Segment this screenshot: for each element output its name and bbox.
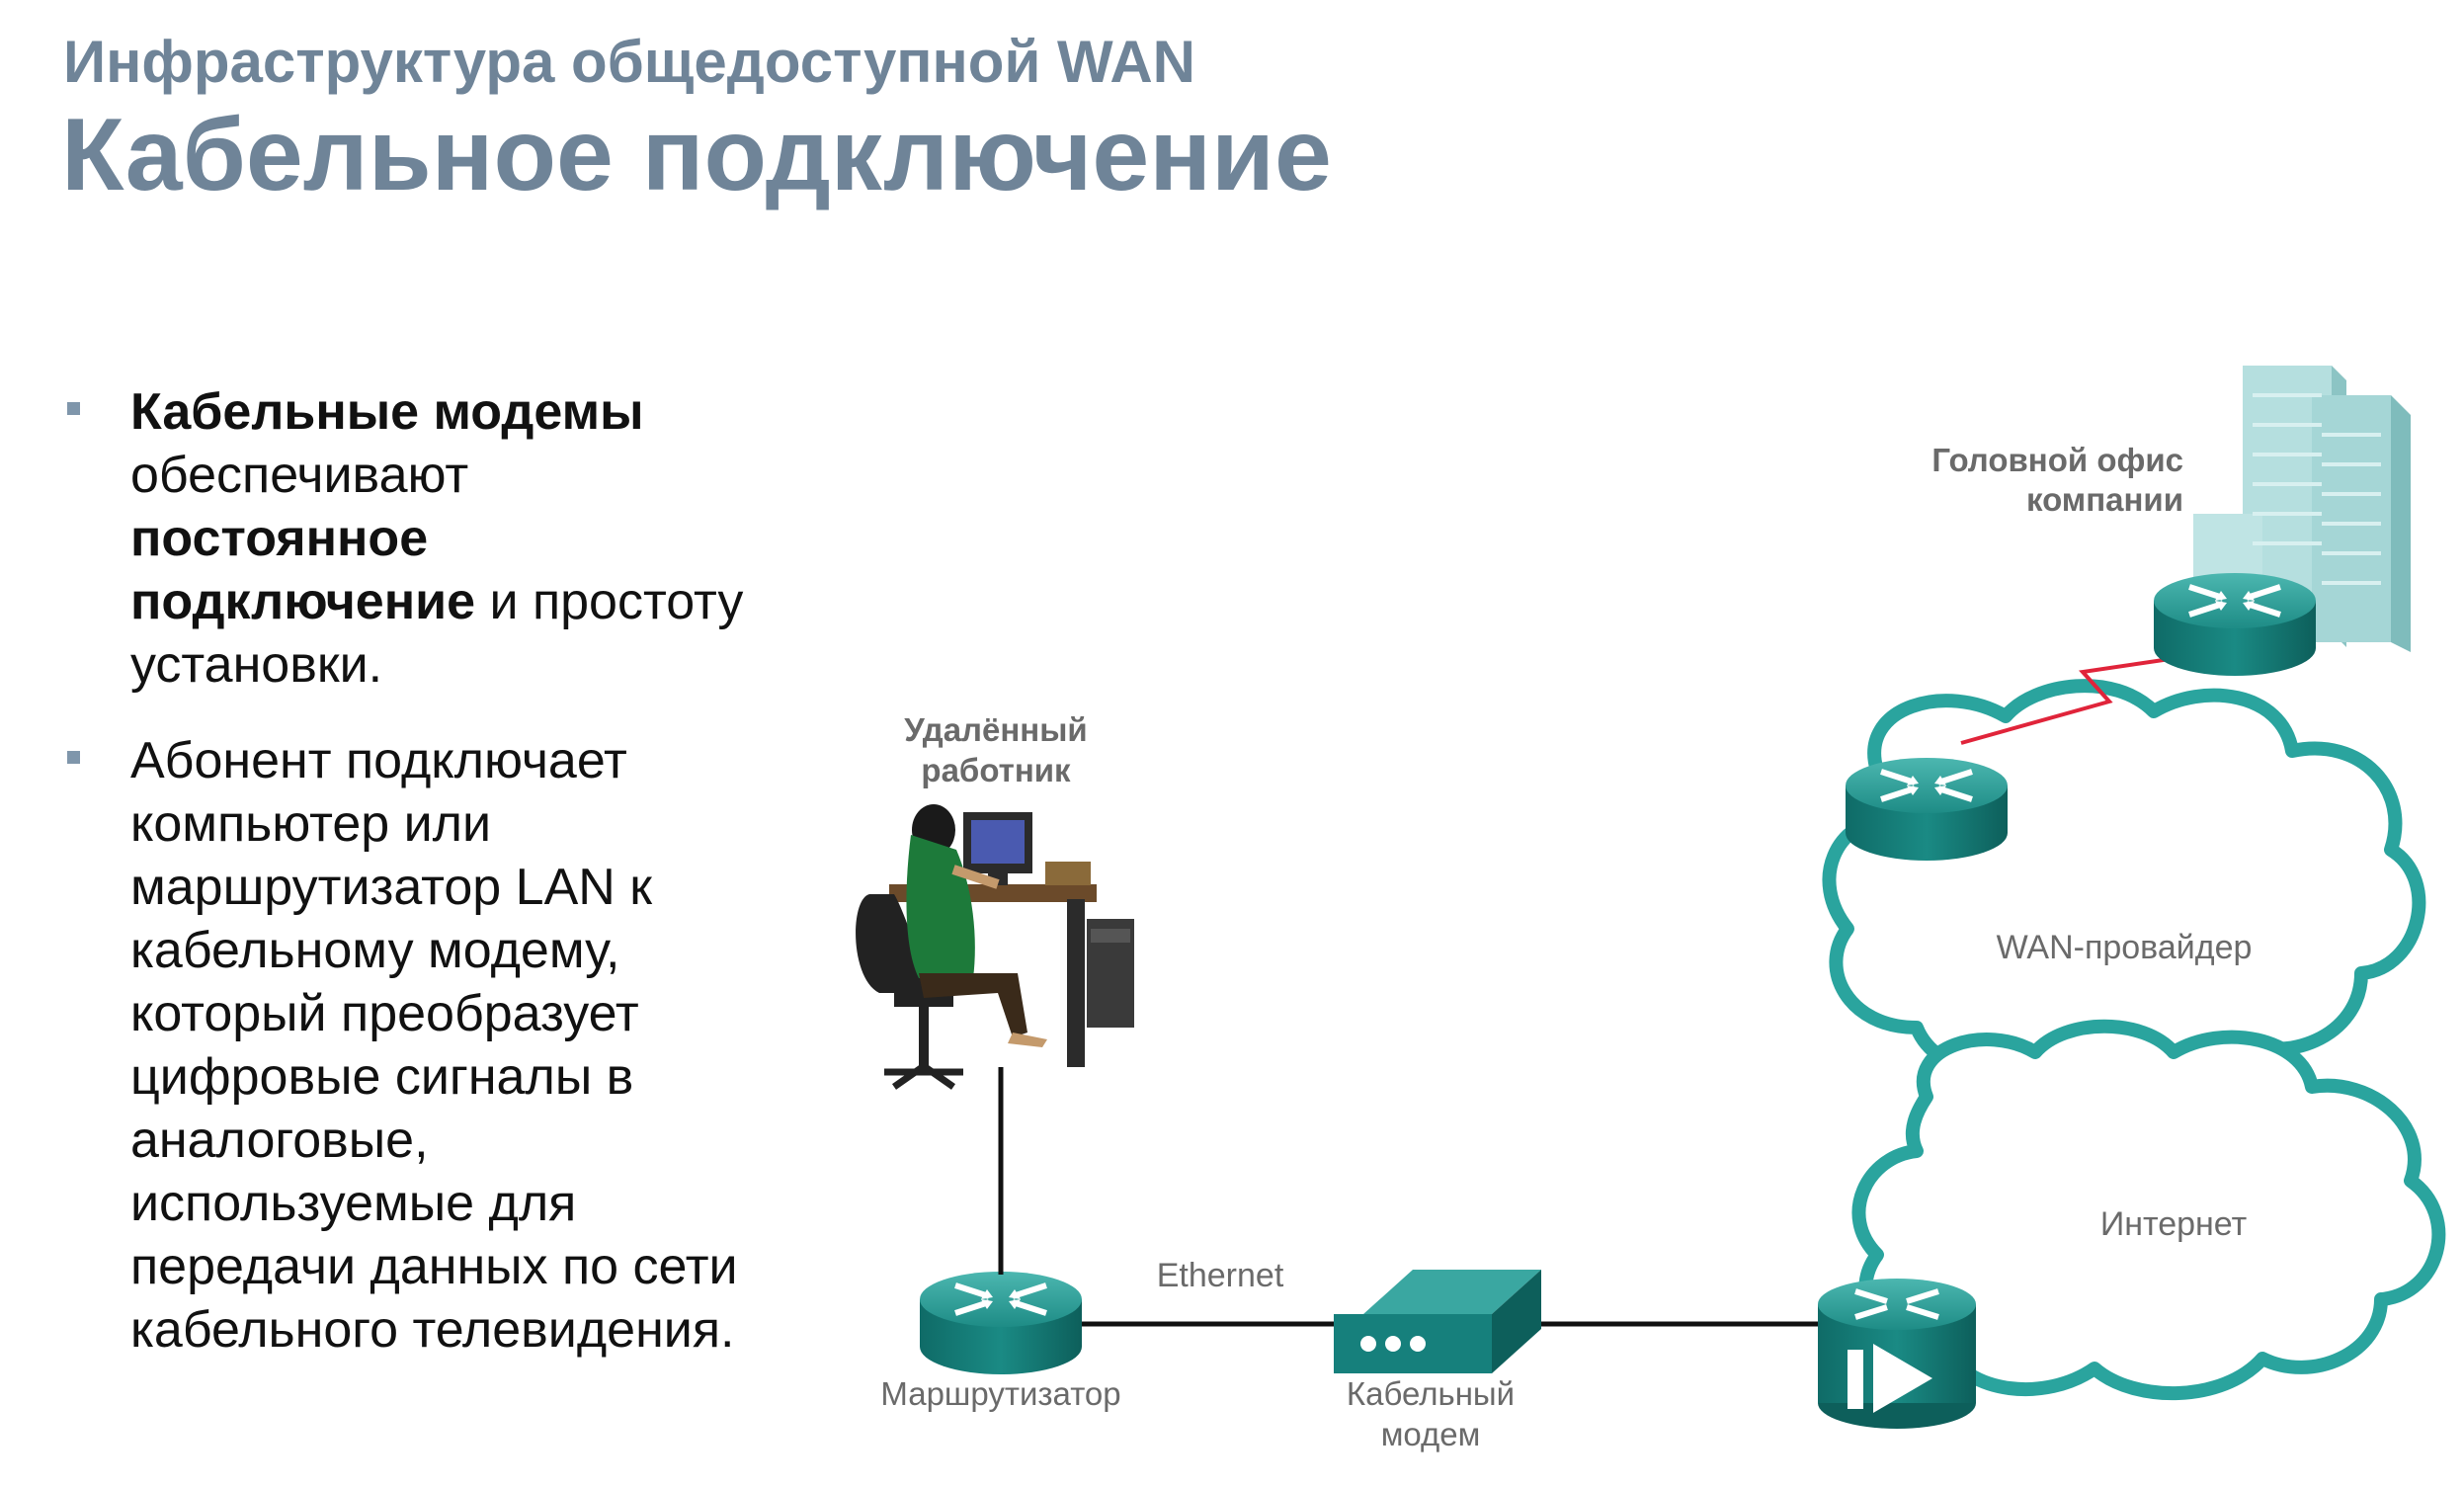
ethernet-label: Ethernet [1157, 1257, 1284, 1294]
remote-worker-icon [856, 804, 1134, 1090]
modem-label-line2: модем [1381, 1416, 1481, 1452]
lan-router-icon [920, 1272, 1082, 1374]
isp-edge-router-icon [1846, 758, 2008, 861]
router-label: Маршрутизатор [880, 1375, 1120, 1412]
hq-label-line2: компании [2026, 481, 2183, 518]
bullet-bold-text: постоянное подключение [130, 510, 476, 630]
hq-router-icon [2154, 573, 2316, 676]
internet-cloud [1851, 1019, 2446, 1401]
remote-worker-label-line2: работник [921, 752, 1071, 788]
cable-modem-icon [1334, 1270, 1541, 1373]
wan-provider-cloud [1822, 679, 2426, 1083]
remote-worker-label-line1: Удалённый [904, 711, 1087, 748]
wan-cloud-label: WAN-провайдер [1997, 929, 2253, 966]
modem-label-line1: Кабельный [1347, 1375, 1515, 1412]
wan-serial-link [1960, 655, 2184, 745]
bullet-item: Абонент подключает компьютер или маршрут… [63, 729, 755, 1362]
bullet-text: и простоту установки. [130, 573, 744, 694]
hq-label-line1: Головной офис [1931, 442, 2183, 478]
slide-subtitle: Инфраструктура общедоступной WAN [63, 29, 1195, 95]
cmts-device-icon [1818, 1279, 1976, 1429]
bullet-text: Абонент подключает компьютер или маршрут… [130, 732, 738, 1359]
bullet-item: Кабельные модемы обеспечивают постоянное… [63, 380, 755, 697]
bullet-bold-text: Кабельные модемы [130, 383, 644, 441]
bullet-text: обеспечивают [130, 447, 469, 504]
internet-cloud-label: Интернет [2100, 1205, 2247, 1243]
bullet-list: Кабельные модемы обеспечивают постоянное… [63, 380, 755, 1394]
slide-title: Кабельное подключение [61, 98, 1332, 212]
